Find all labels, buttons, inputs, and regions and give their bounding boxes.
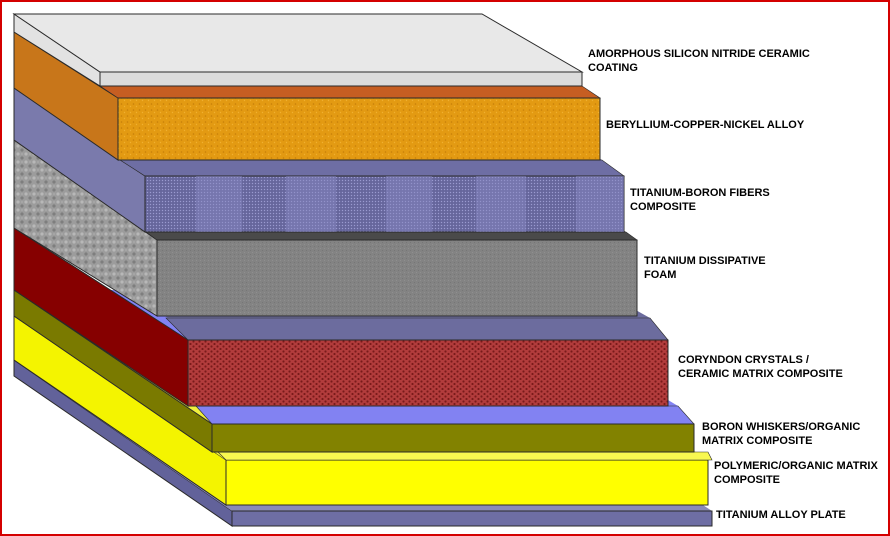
foam-top-lip	[145, 231, 638, 241]
label-coating: AMORPHOUS SILICON NITRIDE CERAMIC COATIN…	[588, 48, 810, 74]
whiskers-front	[211, 423, 695, 453]
polymer-front	[225, 459, 709, 506]
corundum-top-lip	[165, 317, 669, 341]
coating-top	[12, 13, 584, 73]
foam-front	[156, 239, 638, 317]
label-whiskers: BORON WHISKERS/ORGANIC MATRIX COMPOSITE	[702, 421, 861, 447]
fibers-bands	[196, 176, 624, 232]
fibers-front	[144, 175, 625, 233]
whiskers-top-lip	[195, 405, 695, 425]
label-plate: TITANIUM ALLOY PLATE	[716, 509, 846, 521]
label-alloy: BERYLLIUM-COPPER-NICKEL ALLOY	[606, 119, 805, 131]
label-polymer: POLYMERIC/ORGANIC MATRIX COMPOSITE	[714, 460, 878, 486]
label-fibers: TITANIUM-BORON FIBERS COMPOSITE	[630, 187, 770, 213]
alloy-top-lip	[99, 85, 601, 99]
label-foam: TITANIUM DISSIPATIVE FOAM	[644, 255, 766, 281]
plate-front	[231, 510, 713, 527]
corundum-front	[187, 339, 669, 407]
alloy-front	[117, 97, 601, 161]
label-corundum: CORYNDON CRYSTALS / CERAMIC MATRIX COMPO…	[678, 354, 843, 380]
fibers-top-lip	[118, 159, 625, 177]
polymer-ledge	[217, 451, 713, 461]
coating-front	[99, 71, 583, 87]
